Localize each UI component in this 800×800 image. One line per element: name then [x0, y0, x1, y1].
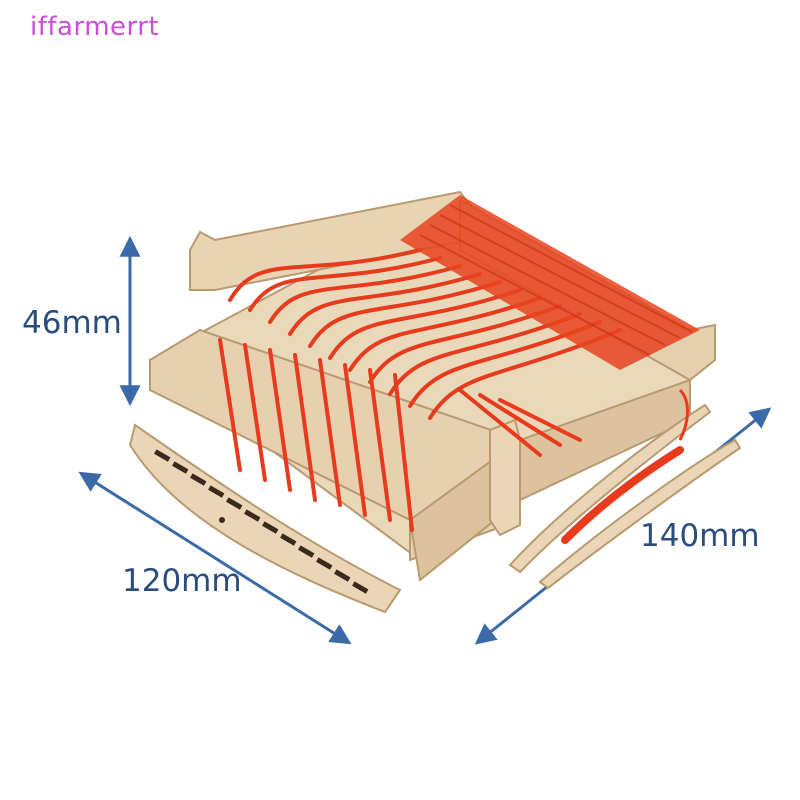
yarn-icon	[218, 248, 622, 532]
width-arrow	[78, 471, 352, 645]
shuttle-icon	[508, 388, 742, 590]
height-dimension-label: 46mm	[22, 305, 122, 341]
watermark-text: iffarmerrt	[30, 12, 160, 42]
length-dimension-label: 140mm	[640, 518, 760, 554]
heddle-comb-icon	[128, 423, 402, 614]
width-dimension-label: 120mm	[122, 563, 242, 599]
woven-fabric	[400, 195, 700, 370]
